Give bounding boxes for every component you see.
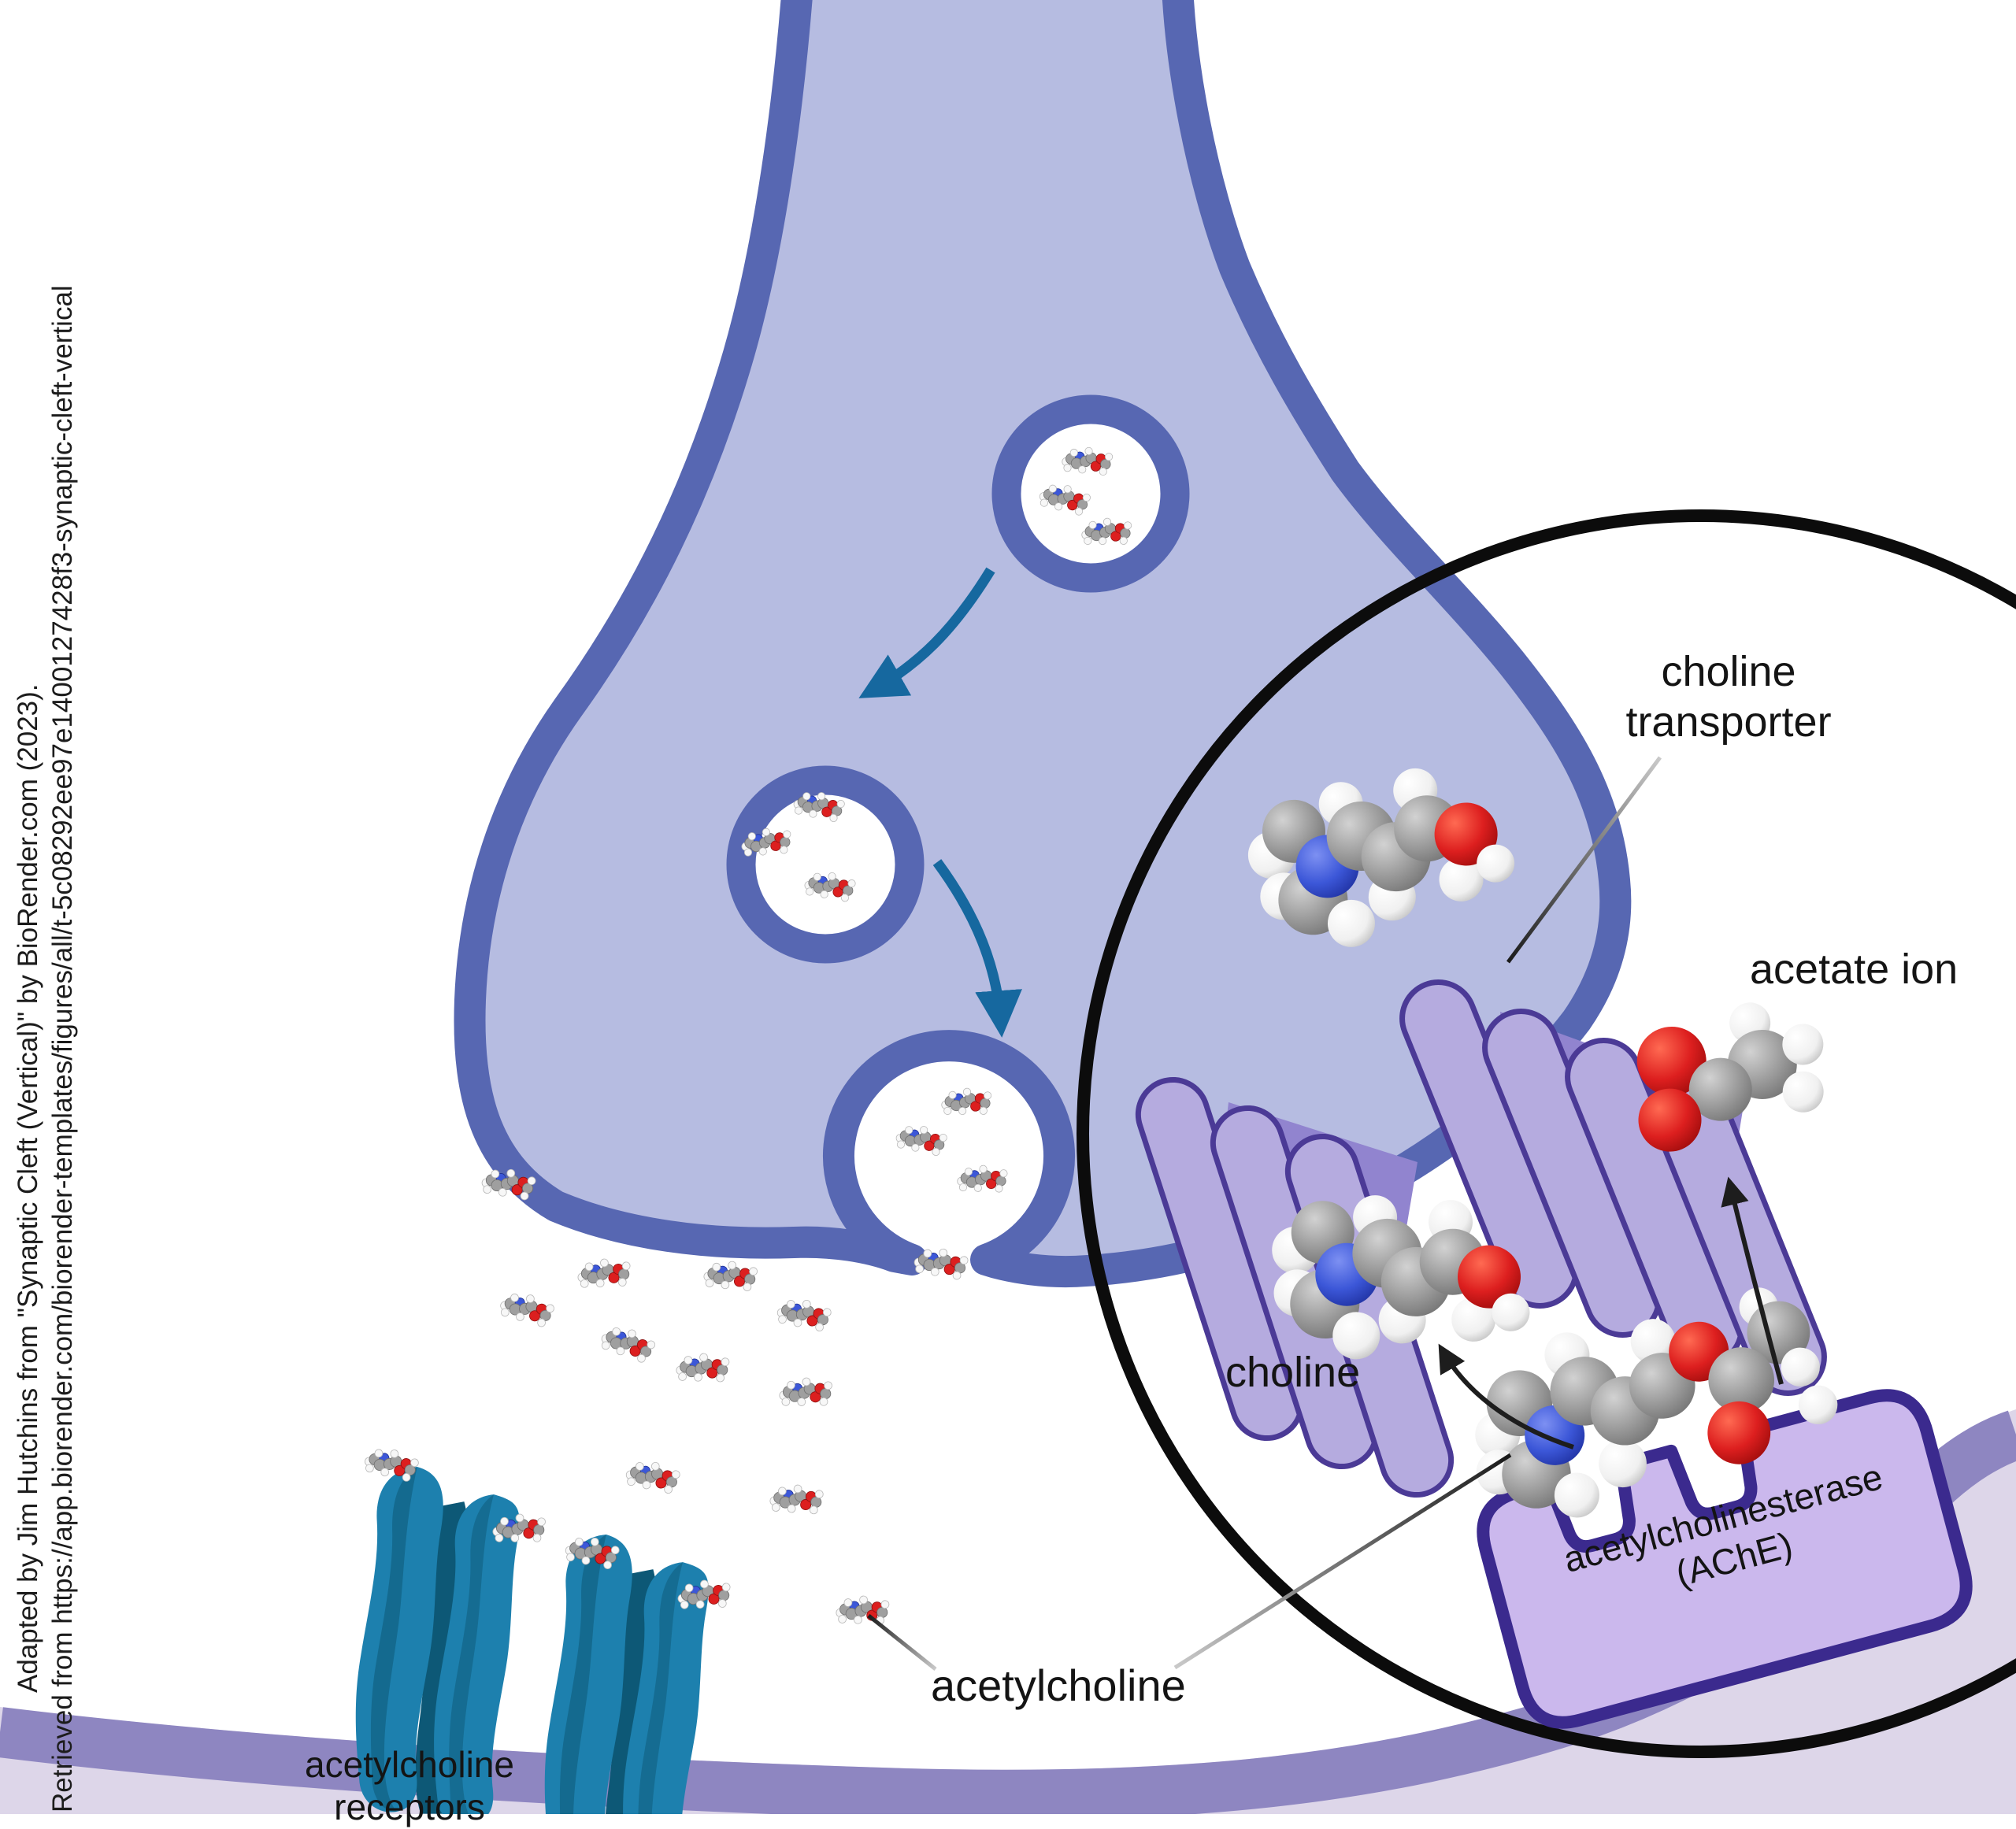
acetylcholine-molecule xyxy=(498,1290,557,1329)
arrow-to-choline xyxy=(1438,1343,1574,1450)
label-acetylcholine-receptors: acetylcholine receptors xyxy=(305,1744,514,1828)
acetylcholine-molecule xyxy=(769,1483,825,1516)
acetylcholine-molecule xyxy=(575,1255,633,1293)
label-choline-transporter: choline transporter xyxy=(1625,648,1832,746)
acetylcholine-receptor xyxy=(535,1531,713,1814)
acetylcholine-molecule xyxy=(956,1163,1010,1196)
acetylcholine-molecule xyxy=(939,1085,994,1120)
vesicle-arrow-2 xyxy=(932,859,1022,1038)
label-acetate-ion: acetate ion xyxy=(1750,946,1959,993)
citation-line-1: Adapted by Jim Hutchins from "Synaptic C… xyxy=(13,683,43,1694)
leader-lines xyxy=(867,756,1662,1671)
acetylcholine-molecule xyxy=(835,1594,891,1628)
vesicle-arrow-1 xyxy=(858,567,995,698)
citation-line-2: Retrieved from https://app.biorender.com… xyxy=(47,285,78,1812)
acetylcholine-molecule xyxy=(894,1123,949,1157)
presynaptic-terminal xyxy=(454,0,1632,1288)
acetylcholinesterase xyxy=(1477,1389,1973,1729)
leader-acetylcholine-left xyxy=(867,1614,937,1671)
leader-choline-transporter xyxy=(1506,756,1662,964)
synaptic-vesicle-1 xyxy=(991,394,1190,593)
acetylcholine-molecule xyxy=(703,1261,758,1291)
acetylcholine-molecule xyxy=(624,1459,681,1495)
magnifier-circle xyxy=(1077,509,2016,1758)
vesicle-arrows xyxy=(858,567,1022,1038)
synaptic-vesicle-2 xyxy=(726,765,925,964)
label-choline: choline xyxy=(1225,1349,1361,1396)
label-acetylcholine: acetylcholine xyxy=(931,1661,1186,1710)
acetylcholine-molecule xyxy=(775,1297,832,1333)
arrow-to-acetate xyxy=(1721,1176,1784,1385)
fusing-vesicle-contents xyxy=(894,1085,1010,1196)
reaction-arrows xyxy=(1438,1176,1784,1450)
leader-acetylcholine-right xyxy=(1173,1453,1512,1670)
acetylcholine-molecule xyxy=(777,1375,835,1411)
acetylcholine-molecule xyxy=(675,1351,732,1386)
acetylcholine-molecule xyxy=(598,1323,658,1365)
